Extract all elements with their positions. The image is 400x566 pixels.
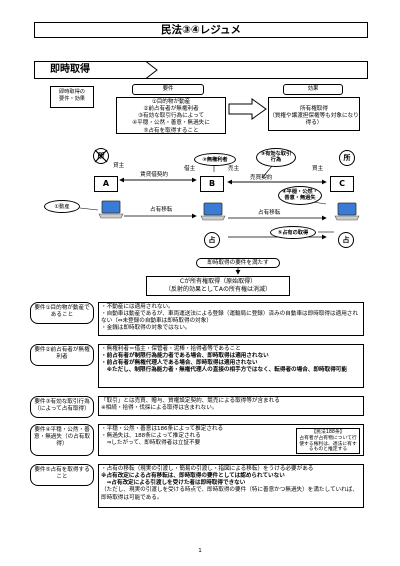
row1-line: ・金銭は即時取得の対象ではない。 (101, 325, 191, 332)
result-box: Cが所有権取得（原始取得） （反射的効果としてAの所有権は消滅） (146, 276, 290, 296)
banned-owner-icon: 所 (93, 148, 109, 164)
label-kainushi: 買主 (312, 166, 324, 172)
row4-line: ・無過失は、188条によって推定される (101, 433, 201, 440)
party-c: C (330, 176, 354, 192)
row-content-2: ・無権利者＝借主・保管者・泥棒・拾得者等であること ・前占有者が制限行為能力者で… (98, 344, 364, 388)
row1-line: ・自動車は動産であるが、車両運送法による登録（運輸局に登録）済みの自動車は即時取… (101, 311, 358, 325)
row5-line: （ただし、現実の引渡しを受ける時点で、即時取得の要件（特に善意かつ無過失）を満た… (101, 487, 358, 501)
row2-line: ※ただし、制限行為能力者・無権代理人の直接の相手方ではなく、転得者の場合、即時取… (101, 367, 347, 374)
row3-line: 「取引」とは売買、贈与、質権設定契約、競売による取得等が含まれる (101, 398, 280, 404)
laptop-icon (334, 202, 360, 221)
laptop-icon (98, 200, 124, 219)
requirements-head: 要件 (132, 84, 204, 95)
page-number: 1 (198, 548, 202, 554)
row4-line: ⇒したがって、即時取得者は立証不要 (101, 440, 201, 447)
bubble-nonentitled: ②無権利者 (194, 153, 236, 166)
possession-icon: 占 (204, 232, 220, 248)
page-title: 民法③④レジュメ (34, 22, 368, 38)
effect-box: 所有権取得 （質権や譲渡担保権等も対象になり得る） (268, 97, 360, 131)
row-content-1: ・不動産には適用されない。 ・自動車は動産であるが、車両運送法による登録（運輸局… (98, 302, 364, 336)
party-b: B (200, 176, 224, 192)
row3-line: ※相続・拾得・伐採による取得は含まれない。 (101, 405, 218, 412)
row4-line: ・平穏・公然・善意は186条によって推定される (101, 426, 224, 432)
requirements-to-effect-arrow (228, 98, 267, 120)
row1-line: ・不動産には適用されない。 (101, 304, 174, 310)
row-label-4: 要件④平穏・公然・善意・無過失（の占有取得） (30, 424, 94, 456)
bubble-possession: ⑤占有の取得 (270, 226, 316, 239)
row5-line: ⇒占有改定による引渡しを受けた者は即時取得できない (101, 480, 246, 487)
label-urinushi: 売主 (228, 166, 240, 172)
row-label-1: 要件①目的物が動産であること (30, 302, 94, 324)
row2-line: ・無権利者＝借主・保管者・泥棒・拾得者等であること (101, 346, 241, 352)
effect-head: 効果 (283, 84, 343, 95)
owner-icon: 所 (339, 150, 355, 166)
possession-icon: 占 (338, 232, 354, 248)
bubble-valid-transaction: ③有効な取引 行為 (256, 148, 296, 167)
contract-lease: 賃貸借契約 (140, 172, 168, 178)
label-kashinushi: 貸主 (113, 163, 125, 169)
move-label-1: 占有移転 (150, 207, 173, 213)
article-188-note: 【民法188条】 占有者が占有物について行使する権利は、適法に有するものと推定す… (296, 428, 360, 454)
section-title: 即時取得 (50, 64, 90, 75)
row5-line: ・占有の移転（現実の引渡し・簡易の引渡し・指図による移転）をうける必要がある (101, 466, 314, 472)
requirement-4: ④平穏・公然・善意・無過失に (132, 120, 210, 127)
row-label-5: 要件⑤占有を取得すること (30, 464, 94, 486)
row-content-5: ・占有の移転（現実の引渡し・簡易の引渡し・指図による移転）をうける必要がある ※… (98, 464, 364, 508)
row-label-3: 要件③有効な取引行為（によって占有取得） (30, 396, 94, 418)
top-label: 即時取得の 要件・効果 (50, 86, 94, 108)
laptop-icon (200, 202, 226, 221)
party-a: A (94, 176, 118, 192)
label-karinushi: 借主 (184, 166, 196, 172)
requirement-2: ②前占有者が無権利者 (143, 106, 199, 113)
row-label-2: 要件②前占有者が無権利者 (30, 344, 94, 366)
bubble-movable: ①動産 (44, 200, 80, 213)
contract-sale: 売買契約 (250, 175, 273, 181)
row-content-3: 「取引」とは売買、贈与、質権設定契約、競売による取得等が含まれる ※相続・拾得・… (98, 396, 364, 416)
requirement-1: ①目的物が動産 (151, 99, 191, 105)
requirement-5: ⑤占有を取得すること (143, 127, 199, 134)
row2-line: ・前占有者が制限行為能力者である場合、即時取得は適用されない (101, 353, 269, 360)
row2-line: ・前占有者が無権代理人である場合、即時取得は適用されない (101, 360, 258, 367)
move-label-2: 占有移転 (258, 210, 281, 216)
requirement-3: ③有効な取引行為によって (137, 113, 205, 120)
condition-box: 即時取得の要件を満たす (196, 258, 280, 268)
requirements-box: ①目的物が動産 ②前占有者が無権利者 ③有効な取引行為によって ④平穏・公然・善… (116, 97, 226, 134)
bubble-good-faith: ④平穏・公然・ 善意・無過失 (278, 186, 322, 205)
row5-line: ※占有改定による占有移転は、即時取得の要件としては認められていない (101, 473, 285, 480)
